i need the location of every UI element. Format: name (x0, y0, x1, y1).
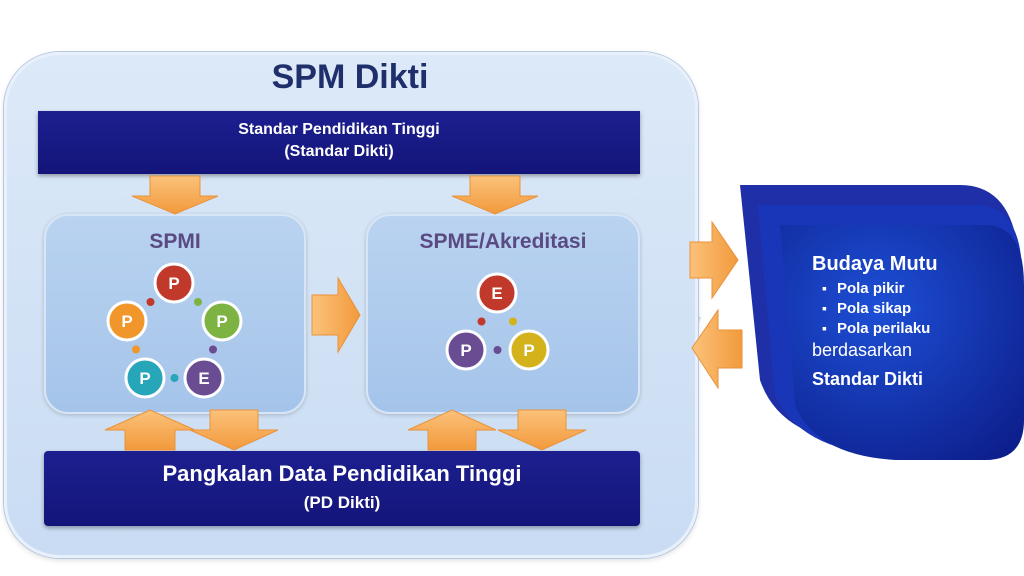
standard-bar-subtitle: (Standar Dikti) (284, 143, 394, 160)
spme-cycle-node (476, 272, 518, 314)
culture-item: Pola perilaku (822, 320, 1012, 337)
spmi-cycle-connector (170, 374, 179, 382)
spmi-cycle-node-label: E (198, 369, 209, 388)
spme-cycle-node-label: P (460, 341, 471, 360)
spmi-cycle-node-label: P (216, 312, 227, 331)
culture-basis-value: Standar Dikti (812, 369, 924, 389)
down-arrow-spmi (131, 175, 219, 215)
spmi-cycle-node (201, 300, 243, 342)
pd-dikti-title: Pangkalan Data Pendidikan Tinggi (162, 461, 522, 486)
culture-basis-label: berdasarkan (812, 340, 913, 360)
pd-dikti-subtitle: (PD Dikti) (303, 493, 381, 512)
diagram-title: SPM Dikti (271, 58, 429, 96)
spme-cycle-connector (477, 317, 486, 326)
spmi-panel: SPMI (44, 214, 306, 414)
spmi-cycle-connector (132, 345, 140, 354)
spmi-cycle-node (106, 300, 148, 342)
spmi-title: SPMI (149, 230, 201, 253)
up-arrow-spmi (104, 409, 196, 451)
spme-cycle-node (445, 329, 487, 371)
spmi-cycle-node-label: P (121, 312, 132, 331)
spme-cycle-connector (509, 317, 517, 326)
up-arrow-spme (407, 409, 497, 451)
spmi-cycle-connector (194, 298, 202, 306)
culture-item: Pola pikir (822, 280, 1012, 297)
spmi-cycle-connector (146, 298, 155, 306)
down-arrow-spmi-pd (189, 409, 279, 451)
spmi-cycle-node (153, 262, 195, 304)
right-arrow-spmi-spme (311, 276, 361, 354)
left-arrow-from-culture (691, 308, 743, 390)
standard-bar-title: Standar Pendidikan Tinggi (238, 121, 440, 138)
spme-title: SPME/Akreditasi (419, 230, 587, 253)
spmi-cycle-node (124, 357, 166, 399)
spmi-cycle-connector (209, 345, 217, 354)
spme-cycle: E P P (445, 272, 550, 371)
right-arrow-to-culture (689, 220, 739, 300)
spmi-cycle: P P E P P (106, 262, 243, 399)
standard-bar: Standar Pendidikan Tinggi (Standar Dikti… (38, 111, 640, 174)
spme-cycle-connector (493, 346, 502, 354)
down-arrow-spme (451, 175, 539, 215)
culture-text: Budaya Mutu Pola pikir Pola sikap Pola p… (812, 253, 1012, 390)
pd-dikti-bar: Pangkalan Data Pendidikan Tinggi (PD Dik… (44, 451, 640, 526)
down-arrow-spme-pd (497, 409, 587, 451)
culture-item: Pola sikap (822, 300, 1012, 317)
spme-cycle-node-label: E (491, 284, 502, 303)
spmi-cycle-node (183, 357, 225, 399)
culture-title: Budaya Mutu (812, 253, 938, 275)
spme-cycle-node (508, 329, 550, 371)
spmi-cycle-node-label: P (168, 274, 179, 293)
spme-cycle-node-label: P (523, 341, 534, 360)
spmi-cycle-node-label: P (139, 369, 150, 388)
spme-panel: SPME/Akreditasi (366, 214, 640, 414)
